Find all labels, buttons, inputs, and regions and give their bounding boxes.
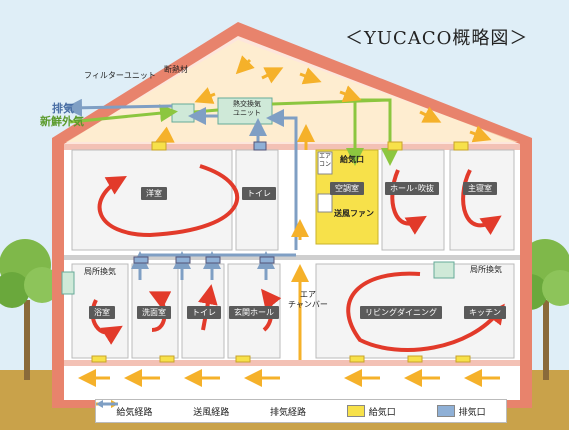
diagram-title: ＜YUCACO概略図＞ [345, 28, 529, 49]
exhaust-route-icon [96, 400, 118, 408]
legend-supply-route: 給気経路 [96, 400, 153, 418]
room-label-toilet-lower: トイレ [187, 306, 221, 319]
heat-exchanger-label: 熱交換気 ユニット [233, 100, 261, 117]
room-label-entrance: 玄関ホール [229, 306, 279, 319]
exhaust-ports [133, 141, 275, 264]
legend-supply-port-label: 給気口 [368, 407, 396, 418]
room-label-ldk: リビングダイニング [360, 306, 442, 319]
legend-supply-port: 給気口 [346, 405, 396, 418]
legend-supply-route-label: 給気経路 [116, 407, 153, 418]
fresh-air-label: 新鮮外気 [40, 115, 84, 128]
room-label-master-bedroom: 主寝室 [463, 182, 497, 195]
insulation-label: 断熱材 [164, 65, 188, 74]
air-chamber-label: エア チャンバー [288, 290, 328, 309]
blower-fan-unit [317, 193, 333, 213]
local-exhaust-fan-left [61, 271, 75, 295]
legend-blow-route-label: 送風経路 [193, 407, 230, 418]
supply-port-swatch-icon [346, 405, 365, 417]
exhaust-label: 排気 [52, 102, 74, 115]
tree-left [0, 239, 60, 380]
legend-exhaust-route: 排気経路 [96, 400, 306, 418]
room-label-hall: ホール･吹抜 [385, 182, 439, 195]
filter-unit-label: フィルターユニット [84, 71, 156, 80]
room-label-wash: 洗面室 [137, 306, 171, 319]
local-exhaust-right-label: 局所換気 [470, 265, 502, 274]
room-toilet-upper [235, 149, 279, 251]
legend: 給気経路 送風経路 排気経路 給気口 排気口 [95, 399, 507, 423]
room-label-kitchen: キッチン [464, 306, 506, 319]
room-label-ac: 空調室 [330, 182, 364, 195]
legend-exhaust-port-label: 排気口 [458, 407, 486, 418]
aircon-unit [317, 151, 333, 175]
room-master-bedroom [449, 149, 515, 251]
room-label-bath: 浴室 [89, 306, 115, 319]
local-exhaust-fan-right [433, 261, 455, 279]
legend-blow-route: 送風経路 [96, 400, 230, 418]
supply-ports [91, 141, 471, 363]
legend-exhaust-route-label: 排気経路 [269, 407, 306, 418]
room-label-toilet-upper: トイレ [242, 187, 276, 200]
blower-fan-label: 送風ファン [334, 209, 374, 218]
exhaust-port-swatch-icon [436, 405, 455, 417]
filter-unit [171, 103, 195, 123]
supply-port-label: 給気口 [340, 155, 364, 164]
room-label-western: 洋室 [141, 187, 167, 200]
aircon-label: エア コン [319, 153, 332, 168]
legend-exhaust-port: 排気口 [436, 405, 486, 418]
local-exhaust-left-label: 局所換気 [84, 267, 116, 276]
